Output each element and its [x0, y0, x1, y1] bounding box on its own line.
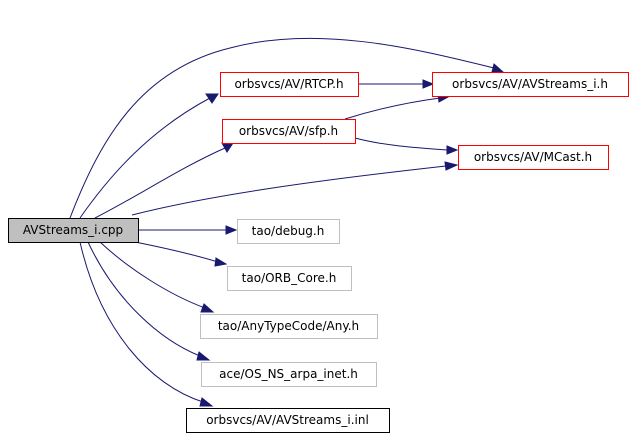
edge-arrowhead — [225, 225, 238, 235]
node-label: AVStreams_i.cpp — [23, 223, 123, 237]
edge-arrowhead — [205, 93, 219, 104]
node-box — [186, 408, 390, 433]
edge-line — [99, 241, 206, 309]
node-orbcore[interactable]: tao/ORB_Core.h — [227, 266, 352, 291]
node-mcast[interactable]: orbsvcs/AV/MCast.h — [458, 145, 609, 170]
node-box — [227, 266, 352, 291]
node-box — [458, 145, 609, 170]
node-avstreams_h[interactable]: orbsvcs/AV/AVStreams_i.h — [432, 72, 629, 97]
node-label: tao/ORB_Core.h — [242, 271, 337, 285]
edge-line — [131, 165, 447, 216]
edge-arrowhead — [196, 351, 211, 361]
node-arpa[interactable]: ace/OS_NS_arpa_inet.h — [201, 362, 377, 387]
edge-main-to-orbcore — [134, 241, 228, 267]
nodes-layer: AVStreams_i.cpp orbsvcs/AV/RTCP.h orbsvcs/… — [8, 72, 629, 433]
node-box — [237, 219, 340, 244]
node-label: orbsvcs/AV/AVStreams_i.inl — [206, 413, 369, 427]
edge-arrowhead — [444, 161, 459, 171]
edge-line — [79, 97, 211, 219]
edge-line — [79, 241, 204, 403]
node-label: orbsvcs/AV/MCast.h — [474, 150, 592, 164]
edge-main-to-debug — [138, 225, 238, 235]
node-label: tao/debug.h — [252, 224, 325, 238]
edge-main-to-any — [99, 241, 215, 313]
node-label: orbsvcs/AV/AVStreams_i.h — [452, 77, 608, 91]
node-box — [8, 218, 139, 243]
node-box — [220, 72, 359, 97]
node-label: orbsvcs/AV/sfp.h — [239, 124, 338, 138]
node-label: ace/OS_NS_arpa_inet.h — [219, 367, 358, 381]
node-box — [432, 72, 629, 97]
edge-main-to-sfp — [94, 142, 234, 219]
edges-layer — [69, 37, 505, 407]
node-label: orbsvcs/AV/RTCP.h — [234, 77, 343, 91]
edge-arrowhead — [221, 142, 234, 153]
node-main[interactable]: AVStreams_i.cpp — [8, 218, 139, 243]
node-box — [200, 314, 378, 339]
edge-arrowhead — [446, 145, 459, 155]
edge-sfp-to-avstreams_h — [344, 93, 450, 120]
node-debug[interactable]: tao/debug.h — [237, 219, 340, 244]
node-any[interactable]: tao/AnyTypeCode/Any.h — [200, 314, 378, 339]
node-rtcp[interactable]: orbsvcs/AV/RTCP.h — [220, 72, 359, 97]
edge-line — [134, 241, 219, 263]
edge-arrowhead — [199, 397, 214, 407]
edge-line — [344, 97, 441, 120]
edge-main-to-arpa — [87, 241, 211, 361]
edge-line — [354, 137, 449, 151]
edge-line — [94, 147, 226, 219]
node-sfp[interactable]: orbsvcs/AV/sfp.h — [222, 119, 356, 144]
edge-arrowhead — [214, 257, 228, 267]
node-box — [222, 119, 356, 144]
node-box — [201, 362, 377, 387]
edge-main-to-inl — [79, 241, 214, 407]
edge-arrowhead — [422, 79, 435, 89]
edge-arrowhead — [491, 63, 505, 73]
edge-line — [87, 241, 201, 357]
edge-main-to-rtcp — [79, 93, 219, 219]
edge-main-to-mcast — [131, 161, 459, 216]
edge-rtcp-to-avstreams_h — [358, 79, 435, 89]
edge-sfp-to-mcast — [354, 137, 459, 155]
edge-main-to-avstreams_h — [69, 37, 505, 219]
node-label: tao/AnyTypeCode/Any.h — [218, 319, 359, 333]
node-inl[interactable]: orbsvcs/AV/AVStreams_i.inl — [186, 408, 390, 433]
edge-line — [69, 37, 495, 219]
edge-arrowhead — [200, 303, 215, 313]
